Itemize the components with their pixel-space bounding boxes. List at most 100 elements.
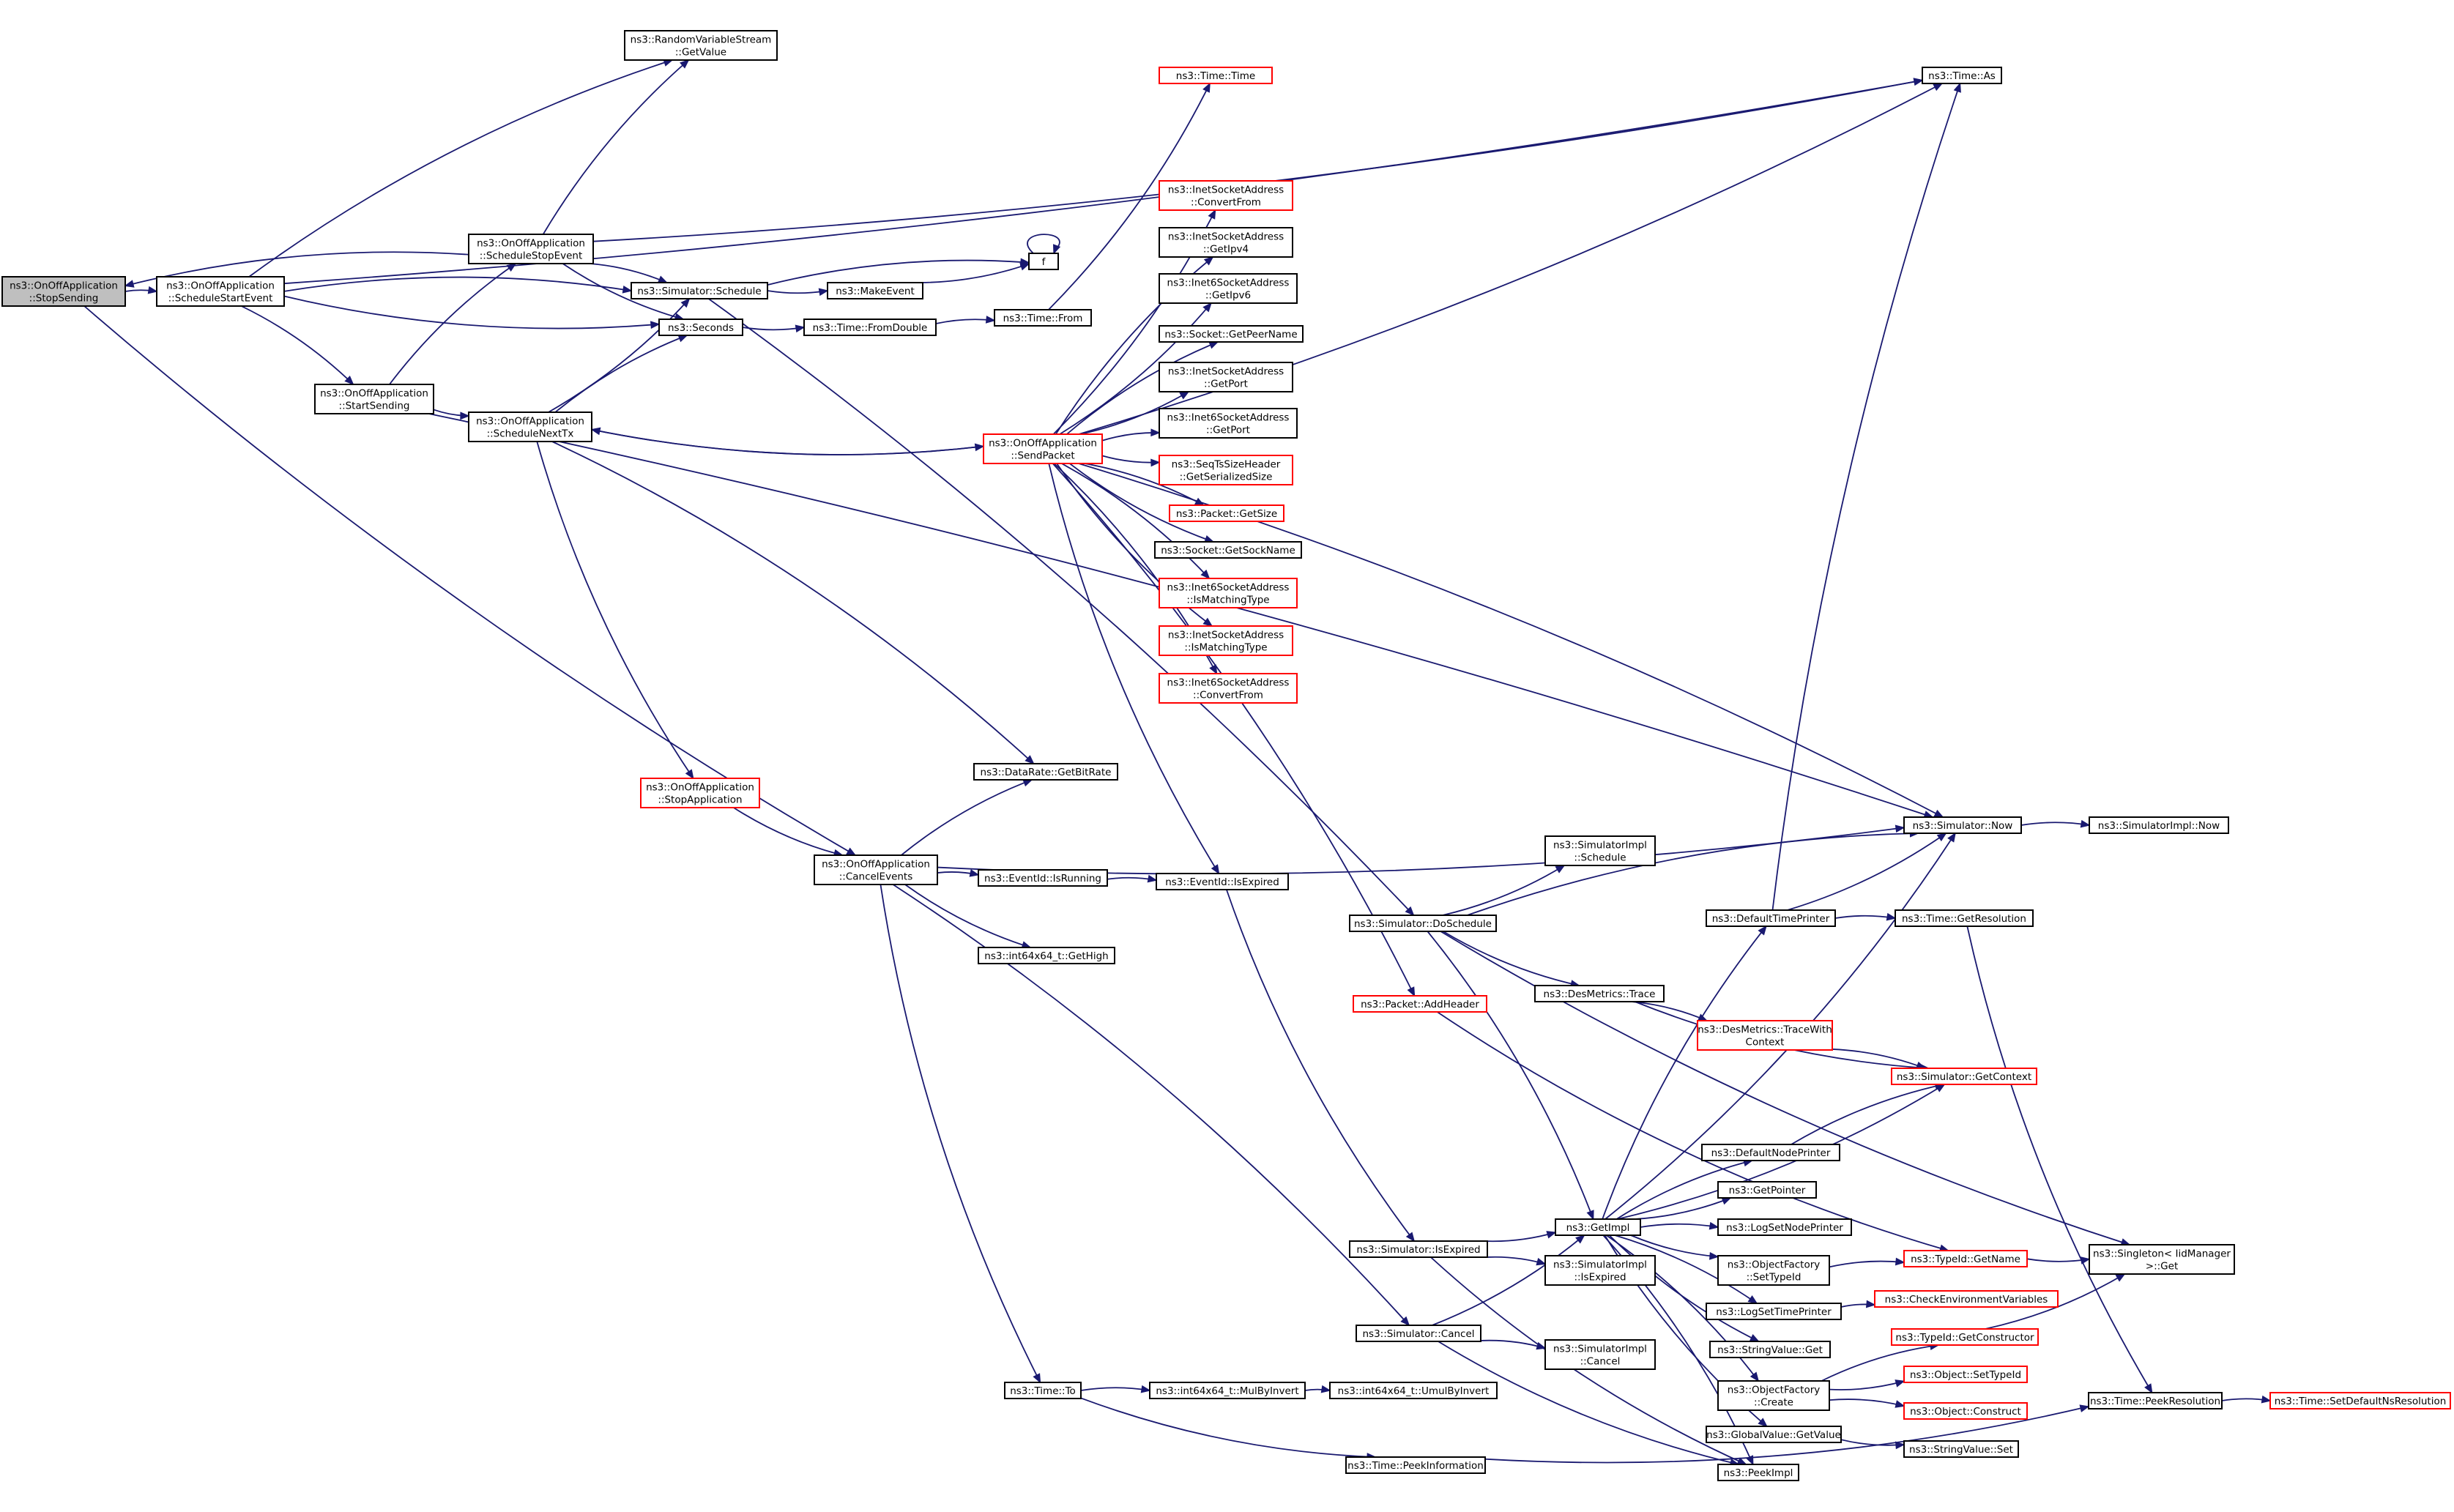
node-rvs-get-value[interactable]: ns3::RandomVariableStream::GetValue <box>624 30 778 61</box>
edge-line <box>241 305 354 385</box>
node-socket-get-sock-name[interactable]: ns3::Socket::GetSockName <box>1154 541 1302 559</box>
node-cancel-events[interactable]: ns3::OnOffApplication::CancelEvents <box>814 854 938 885</box>
node-schedule-stop-event[interactable]: ns3::OnOffApplication::ScheduleStopEvent <box>468 234 594 264</box>
edge-arrowhead <box>1555 865 1566 874</box>
node-object-construct[interactable]: ns3::Object::Construct <box>1903 1402 2028 1420</box>
node-log-set-node-printer[interactable]: ns3::LogSetNodePrinter <box>1717 1218 1852 1236</box>
edge-schedule-stop-event-to-stop-sending <box>124 251 469 288</box>
node-inet6-is-matching-type[interactable]: ns3::Inet6SocketAddress::IsMatchingType <box>1159 578 1298 608</box>
node-f[interactable]: f <box>1028 253 1059 270</box>
node-sim-impl-schedule[interactable]: ns3::SimulatorImpl::Schedule <box>1544 835 1656 866</box>
node-time-time[interactable]: ns3::Time::Time <box>1159 67 1273 84</box>
node-label: ns3::Inet6SocketAddress <box>1167 582 1290 594</box>
node-start-sending[interactable]: ns3::OnOffApplication::StartSending <box>314 384 434 414</box>
node-stop-sending[interactable]: ns3::OnOffApplication::StopSending <box>1 276 126 307</box>
node-get-pointer[interactable]: ns3::GetPointer <box>1717 1181 1817 1199</box>
node-box <box>814 854 938 885</box>
node-send-packet[interactable]: ns3::OnOffApplication::SendPacket <box>983 433 1103 464</box>
node-make-event[interactable]: ns3::MakeEvent <box>827 282 923 299</box>
edge-time-peek-information-to-time-peek-resolution <box>1484 1404 2090 1464</box>
edge-line <box>1432 1234 1585 1326</box>
node-box <box>973 763 1118 781</box>
node-time-set-default-ns-resolution[interactable]: ns3::Time::SetDefaultNsResolution <box>2269 1392 2451 1409</box>
node-default-node-printer[interactable]: ns3::DefaultNodePrinter <box>1701 1144 1840 1161</box>
node-des-metrics-trace[interactable]: ns3::DesMetrics::Trace <box>1534 985 1665 1002</box>
node-peek-impl[interactable]: ns3::PeekImpl <box>1717 1464 1799 1481</box>
node-inet-get-port[interactable]: ns3::InetSocketAddress::GetPort <box>1159 362 1293 392</box>
edge-arrowhead <box>1033 1373 1041 1384</box>
node-data-rate-get-bit-rate[interactable]: ns3::DataRate::GetBitRate <box>973 763 1118 781</box>
node-type-id-get-name[interactable]: ns3::TypeId::GetName <box>1903 1250 2028 1267</box>
node-packet-add-header[interactable]: ns3::Packet::AddHeader <box>1353 995 1487 1013</box>
node-inet6-convert-from[interactable]: ns3::Inet6SocketAddress::ConvertFrom <box>1159 673 1298 704</box>
node-sim-schedule[interactable]: ns3::Simulator::Schedule <box>631 282 768 299</box>
node-sim-is-expired[interactable]: ns3::Simulator::IsExpired <box>1349 1240 1488 1258</box>
node-box <box>1717 1380 1830 1411</box>
node-get-impl[interactable]: ns3::GetImpl <box>1555 1218 1641 1236</box>
node-schedule-start-event[interactable]: ns3::OnOffApplication::ScheduleStartEven… <box>156 276 285 307</box>
node-obj-factory-set-type-id[interactable]: ns3::ObjectFactory::SetTypeId <box>1717 1255 1830 1286</box>
node-stop-application[interactable]: ns3::OnOffApplication::StopApplication <box>640 778 760 808</box>
edge-line <box>1080 1387 1150 1391</box>
node-event-id-is-running[interactable]: ns3::EventId::IsRunning <box>978 869 1108 887</box>
node-box <box>1534 985 1665 1002</box>
node-time-peek-resolution[interactable]: ns3::Time::PeekResolution <box>2088 1392 2223 1409</box>
node-seq-ts-get-serialized-size[interactable]: ns3::SeqTsSizeHeader::GetSerializedSize <box>1159 455 1293 485</box>
node-label: ns3::Inet6SocketAddress <box>1167 278 1290 289</box>
node-default-time-printer[interactable]: ns3::DefaultTimePrinter <box>1706 909 1836 927</box>
node-inet-convert-from[interactable]: ns3::InetSocketAddress::ConvertFrom <box>1159 180 1293 211</box>
node-box <box>1706 909 1836 927</box>
node-inet-is-matching-type[interactable]: ns3::InetSocketAddress::IsMatchingType <box>1159 625 1293 656</box>
node-sim-now[interactable]: ns3::Simulator::Now <box>1903 816 2022 834</box>
edge-line <box>283 276 632 292</box>
node-packet-get-size[interactable]: ns3::Packet::GetSize <box>1169 504 1284 522</box>
node-sim-impl-now[interactable]: ns3::SimulatorImpl::Now <box>2089 816 2229 834</box>
node-string-value-set[interactable]: ns3::StringValue::Set <box>1903 1440 2019 1458</box>
node-time-as[interactable]: ns3::Time::As <box>1922 67 2002 84</box>
node-inet6-get-port[interactable]: ns3::Inet6SocketAddress::GetPort <box>1159 408 1298 439</box>
node-seconds[interactable]: ns3::Seconds <box>658 319 743 336</box>
node-sim-cancel[interactable]: ns3::Simulator::Cancel <box>1356 1325 1481 1342</box>
node-sim-impl-is-expired[interactable]: ns3::SimulatorImpl::IsExpired <box>1544 1255 1656 1286</box>
node-event-id-is-expired[interactable]: ns3::EventId::IsExpired <box>1156 873 1289 890</box>
node-time-from-double[interactable]: ns3::Time::FromDouble <box>803 319 937 336</box>
edge-sim-schedule-to-f <box>767 258 1030 286</box>
edge-arrowhead <box>1913 78 1924 86</box>
node-box <box>1706 1426 1842 1443</box>
node-string-value-get[interactable]: ns3::StringValue::Get <box>1709 1341 1831 1358</box>
node-int64-get-high[interactable]: ns3::int64x64_t::GetHigh <box>978 947 1115 964</box>
node-time-peek-information[interactable]: ns3::Time::PeekInformation <box>1345 1456 1486 1474</box>
node-label: ns3::int64x64_t::GetHigh <box>984 950 1108 962</box>
edge-event-id-is-running-to-event-id-is-expired <box>1107 874 1158 883</box>
edge-time-from-double-to-time-from <box>935 316 996 324</box>
node-inet-get-ipv4[interactable]: ns3::InetSocketAddress::GetIpv4 <box>1159 227 1293 258</box>
node-int64-mul-by-invert[interactable]: ns3::int64x64_t::MulByInvert <box>1149 1382 1306 1399</box>
node-label: ns3::InetSocketAddress <box>1168 630 1284 641</box>
node-log-set-time-printer[interactable]: ns3::LogSetTimePrinter <box>1706 1303 1842 1320</box>
node-label: >::Get <box>2146 1261 2178 1273</box>
node-global-value-get-value[interactable]: ns3::GlobalValue::GetValue <box>1706 1426 1842 1443</box>
node-singleton-get[interactable]: ns3::Singleton< IidManager >::Get <box>2089 1244 2235 1275</box>
node-sim-do-schedule[interactable]: ns3::Simulator::DoSchedule <box>1349 915 1497 932</box>
node-schedule-next-tx[interactable]: ns3::OnOffApplication::ScheduleNextTx <box>468 411 592 442</box>
node-label: ns3::OnOffApplication <box>822 859 930 871</box>
node-time-get-resolution[interactable]: ns3::Time::GetResolution <box>1895 909 2034 927</box>
node-int64-umul-by-invert[interactable]: ns3::int64x64_t::UmulByInvert <box>1329 1382 1498 1399</box>
node-socket-get-peer-name[interactable]: ns3::Socket::GetPeerName <box>1159 325 1304 343</box>
node-sim-impl-cancel[interactable]: ns3::SimulatorImpl::Cancel <box>1544 1339 1656 1370</box>
edge-arrowhead <box>1947 832 1956 843</box>
node-label: ns3::InetSocketAddress <box>1168 366 1284 378</box>
node-obj-factory-create[interactable]: ns3::ObjectFactory::Create <box>1717 1380 1830 1411</box>
edge-line <box>1602 926 1767 1220</box>
node-time-from[interactable]: ns3::Time::From <box>994 309 1092 327</box>
node-object-set-type-id[interactable]: ns3::Object::SetTypeId <box>1903 1366 2028 1383</box>
edge-arrowhead <box>1208 209 1216 220</box>
edge-arrowhead <box>622 285 633 294</box>
node-sim-get-context[interactable]: ns3::Simulator::GetContext <box>1891 1068 2037 1085</box>
node-inet6-get-ipv6[interactable]: ns3::Inet6SocketAddress::GetIpv6 <box>1159 273 1298 304</box>
node-check-env-vars[interactable]: ns3::CheckEnvironmentVariables <box>1874 1290 2059 1308</box>
node-type-id-get-constructor[interactable]: ns3::TypeId::GetConstructor <box>1891 1328 2039 1346</box>
node-time-to[interactable]: ns3::Time::To <box>1004 1382 1082 1399</box>
edge-arrowhead <box>985 316 996 324</box>
